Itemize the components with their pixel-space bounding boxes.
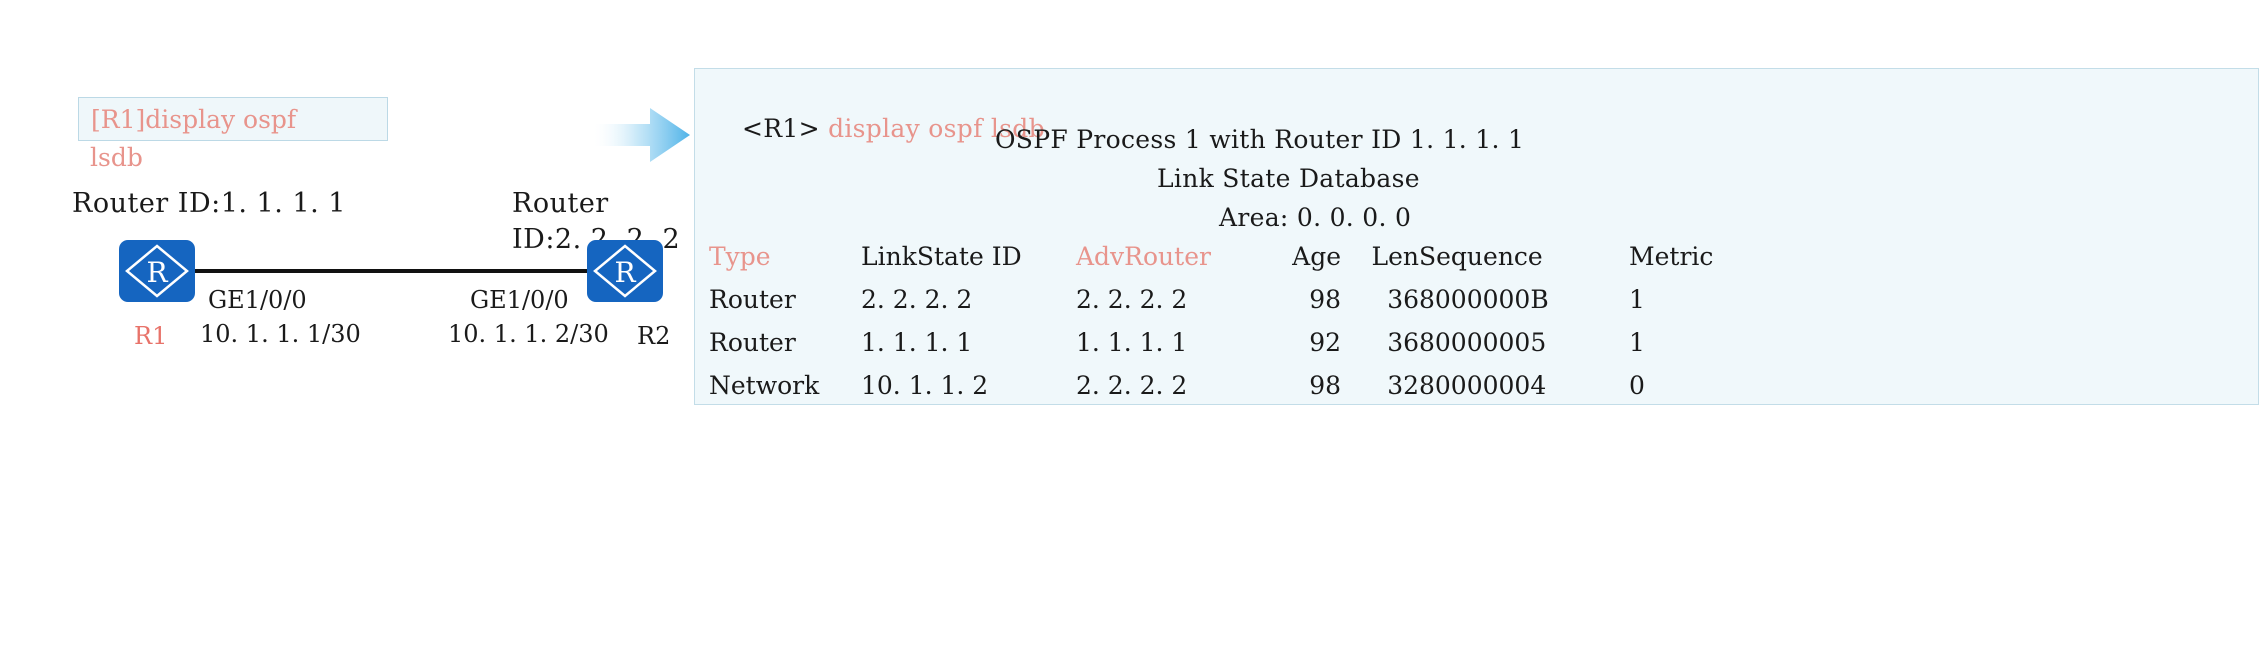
cell-adv-router: 2. 2. 2. 2: [1076, 285, 1188, 314]
topology-panel: [R1]display ospf lsdb Router ID:1. 1. 1.…: [0, 0, 700, 649]
column-header-metric: Metric: [1629, 242, 1714, 271]
lsdb-table: Type LinkState ID AdvRouter Age Len Sequ…: [709, 242, 1749, 404]
ethernet-link-line: [194, 269, 588, 273]
router2-interface-name: GE1/0/0: [470, 286, 569, 314]
terminal-prompt-line: <R1> display ospf lsdb: [709, 85, 1045, 172]
cell-age: 98: [1309, 371, 1341, 400]
cell-type: Router: [709, 328, 796, 357]
terminal-output-panel: <R1> display ospf lsdb OSPF Process 1 wi…: [694, 68, 2259, 405]
command-input-box[interactable]: [R1]display ospf: [78, 97, 388, 141]
ospf-process-line: OSPF Process 1 with Router ID 1. 1. 1. 1: [995, 125, 1525, 154]
router-icon[interactable]: R: [119, 240, 195, 302]
cell-metric: 1: [1629, 285, 1645, 314]
column-header-type: Type: [709, 242, 771, 271]
svg-text:R: R: [146, 256, 168, 289]
cell-type: Network: [709, 371, 820, 400]
router2-name-label: R2: [637, 322, 671, 350]
cell-sequence: 80000005: [1419, 328, 1547, 357]
cell-len: 32: [1387, 371, 1419, 400]
command-text-line2: lsdb: [90, 143, 143, 172]
svg-text:R: R: [614, 256, 636, 289]
cell-len: 36: [1387, 328, 1419, 357]
column-header-age: Age: [1292, 242, 1341, 271]
cell-age: 92: [1309, 328, 1341, 357]
cell-metric: 0: [1629, 371, 1645, 400]
cell-age: 98: [1309, 285, 1341, 314]
table-row: Network 10. 1. 1. 2 2. 2. 2. 2 98 32 800…: [709, 371, 1749, 404]
ospf-area-line: Area: 0. 0. 0. 0: [1219, 203, 1412, 232]
command-text-line1: [R1]display ospf: [91, 105, 297, 134]
router2-id-label-line1: Router: [512, 188, 609, 219]
column-header-adv-router: AdvRouter: [1076, 242, 1211, 271]
cell-adv-router: 1. 1. 1. 1: [1076, 328, 1188, 357]
column-header-len: Len: [1371, 242, 1420, 271]
router1-interface-name: GE1/0/0: [208, 286, 307, 314]
cell-sequence: 8000000B: [1419, 285, 1549, 314]
terminal-command: display ospf lsdb: [828, 114, 1045, 143]
router2-interface-address: 10. 1. 1. 2/30: [448, 320, 609, 348]
link-state-database-title: Link State Database: [1157, 164, 1420, 193]
router1-id-label: Router ID:1. 1. 1. 1: [72, 188, 346, 219]
cell-linkstate-id: 10. 1. 1. 2: [861, 371, 989, 400]
router1-interface-address: 10. 1. 1. 1/30: [200, 320, 361, 348]
cell-linkstate-id: 2. 2. 2. 2: [861, 285, 973, 314]
cell-linkstate-id: 1. 1. 1. 1: [861, 328, 973, 357]
table-header-row: Type LinkState ID AdvRouter Age Len Sequ…: [709, 242, 1749, 285]
cell-sequence: 80000004: [1419, 371, 1547, 400]
table-row: Router 1. 1. 1. 1 1. 1. 1. 1 92 36 80000…: [709, 328, 1749, 371]
cell-len: 36: [1387, 285, 1419, 314]
cell-adv-router: 2. 2. 2. 2: [1076, 371, 1188, 400]
router1-name-label: R1: [134, 322, 168, 350]
cell-type: Router: [709, 285, 796, 314]
router-icon[interactable]: R: [587, 240, 663, 302]
column-header-linkstate-id: LinkState ID: [861, 242, 1022, 271]
cell-metric: 1: [1629, 328, 1645, 357]
terminal-prompt: <R1>: [742, 114, 820, 143]
table-row: Router 2. 2. 2. 2 2. 2. 2. 2 98 36 80000…: [709, 285, 1749, 328]
arrow-right-icon: [592, 100, 692, 170]
column-header-sequence: Sequence: [1419, 242, 1543, 271]
